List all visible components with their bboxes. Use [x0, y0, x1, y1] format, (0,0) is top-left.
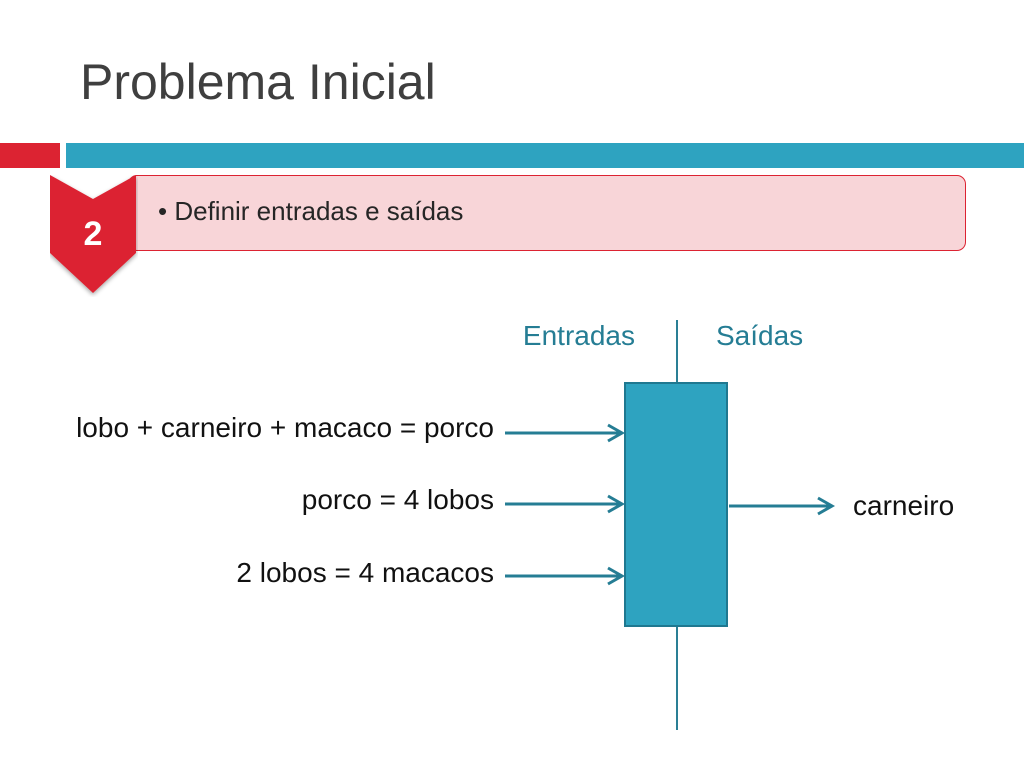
slide-title: Problema Inicial: [80, 54, 436, 110]
step-box: [128, 175, 966, 251]
input-arrow-2: [505, 494, 626, 514]
input-arrow-3: [505, 566, 626, 586]
process-box: [624, 382, 728, 627]
step-badge: [50, 175, 136, 293]
input-equation-1: lobo + carneiro + macaco = porco: [76, 412, 494, 443]
input-equation-2: porco = 4 lobos: [301, 484, 494, 515]
outputs-header: Saídas: [716, 320, 804, 351]
inputs-header: Entradas: [522, 320, 635, 351]
step-badge-shape: [50, 175, 136, 293]
output-arrow: [729, 496, 836, 516]
step-number: 2: [83, 215, 103, 253]
accent-bar-red: [0, 143, 60, 168]
accent-bar-teal: [66, 143, 1024, 168]
step-bullet-text: • Definir entradas e saídas: [158, 196, 464, 226]
input-equation-3: 2 lobos = 4 macacos: [236, 557, 494, 588]
input-arrow-1: [505, 423, 626, 443]
output-label: carneiro: [853, 490, 955, 521]
